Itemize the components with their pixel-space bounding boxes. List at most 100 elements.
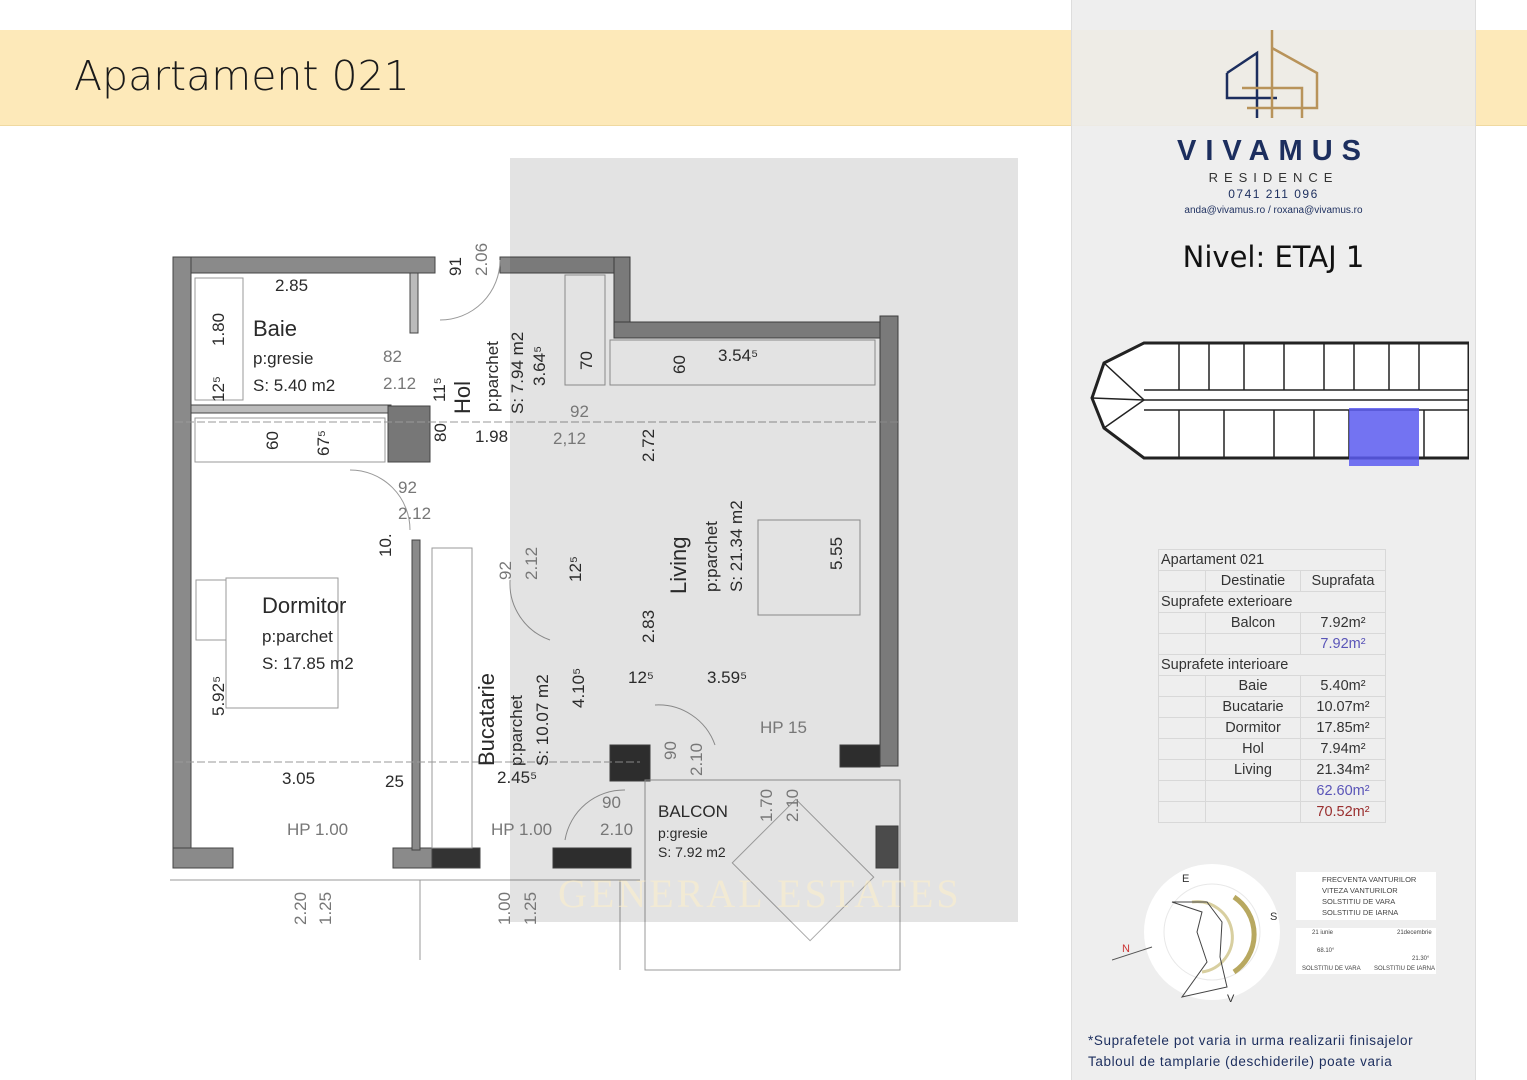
row-value: 21.34m² [1300,759,1386,781]
dim: 12⁵ [628,668,654,687]
dim: 1.98 [475,427,509,446]
room-area-balcon: S: 7.92 m2 [658,844,726,860]
watermark: GENERAL ESTATES [558,871,962,916]
column-living-right [839,744,881,768]
brand-name: VIVAMUS [1177,135,1370,167]
winter-label: SOLSTITIU DE IARNA [1374,966,1436,972]
dim: 92 [398,478,417,497]
dim: 1.25 [316,891,335,925]
dim: 25 [385,772,404,791]
dim: 1.25 [521,891,540,925]
compass-e: E [1182,873,1189,885]
page-title: Apartament 021 [74,52,410,100]
shaded-overlay [510,158,1018,922]
dim: 60 [670,355,689,374]
room-floor-baie: p:gresie [253,349,314,368]
dim: 5.55 [827,536,846,570]
room-name-baie: Baie [253,316,298,341]
level-label: Nivel: ETAJ 1 [1182,240,1365,274]
row-name: Balcon [1205,612,1301,634]
exterior-total: 7.92m² [1300,633,1386,655]
compass-n: N [1122,943,1130,955]
room-floor-bucatarie: p:parchet [507,695,526,766]
dim: 2.12 [398,504,432,523]
legend-box [1296,872,1436,920]
room-area-living: S: 21.34 m2 [727,500,746,592]
interior-total: 62.60m² [1300,780,1386,802]
winter-date: 21decembrie [1397,930,1432,936]
column [387,405,431,463]
wall-right [879,315,899,767]
row-value: 17.85m² [1300,717,1386,739]
room-area-baie: S: 5.40 m2 [253,376,336,395]
brand-phone: 0741 211 096 [1228,187,1319,201]
note-windows: Tabloul de tamplarie (deschiderile) poat… [1088,1054,1393,1069]
dim: 60 [263,431,282,450]
wall-left [172,256,192,868]
column-living [609,744,651,782]
room-floor-dormitor: p:parchet [262,627,333,646]
room-area-bucatarie: S: 10.07 m2 [533,674,552,766]
row-value: 5.40m² [1300,675,1386,697]
dim: HP 15 [760,718,807,737]
dim: HP 1.00 [491,820,553,839]
wall-bottom-k [431,847,481,869]
dim: 92 [570,402,589,421]
dim: 2.72 [639,428,658,462]
dim: 2.12 [522,546,541,580]
header-destinatie: Destinatie [1205,570,1301,592]
dim: 2.06 [472,242,491,276]
wall-bottom-mid [392,847,434,869]
winter-angle: 21.30° [1412,956,1430,962]
room-name-living: Living [666,536,691,594]
dim: 91 [446,257,465,276]
dim: HP 1.00 [287,820,349,839]
wall-baie-dormitor [190,404,392,414]
dim: 2.83 [639,609,658,643]
dim: 5.92⁵ [209,675,228,716]
room-floor-hol: p:parchet [483,341,502,412]
dim: 3.64⁵ [530,345,549,386]
room-area-dormitor: S: 17.85 m2 [262,654,354,673]
row-name: Living [1205,759,1301,781]
interior-label: Suprafete interioare [1158,654,1386,676]
dim: 70 [577,351,596,370]
legend-item: FRECVENTA VANTURILOR [1322,875,1417,884]
dim: 11⁵ [430,377,449,402]
dim: 10. [376,533,395,557]
brand-subtitle: RESIDENCE [1208,170,1339,185]
dim: 3.05 [282,769,316,788]
legend-item: SOLSTITIU DE VARA [1322,897,1396,906]
dim: 3.54⁵ [718,346,759,365]
dim: 1.00 [495,891,514,925]
table-title: Apartament 021 [1158,549,1386,571]
solstice-box [1296,928,1436,974]
dim: 12⁵ [566,556,585,582]
wall-dorm-kitchen [411,539,421,851]
room-name-balcon: BALCON [658,802,728,821]
row-value: 7.92m² [1300,612,1386,634]
room-floor-balcon: p:gresie [658,825,708,841]
dim: 90 [602,793,621,812]
wall-baie-right [409,272,419,334]
legend-item: SOLSTITIU DE IARNA [1322,908,1399,917]
dim: 67⁵ [314,430,333,456]
header-suprafata: Suprafata [1300,570,1386,592]
dim: 1.70 [757,788,776,822]
dim: 2.85 [275,276,309,295]
dim: 80 [431,423,450,442]
vivamus-logo [1225,30,1319,118]
exterior-label: Suprafete exterioare [1158,591,1386,613]
compass-v: V [1227,993,1235,1005]
room-name-bucatarie: Bucatarie [474,673,499,766]
info-panel: VIVAMUS RESIDENCE 0741 211 096 anda@viva… [1071,0,1476,1080]
wall-bottom-b [552,847,632,869]
column-balcony [875,825,899,869]
legend-item: VITEZA VANTURILOR [1322,886,1398,895]
